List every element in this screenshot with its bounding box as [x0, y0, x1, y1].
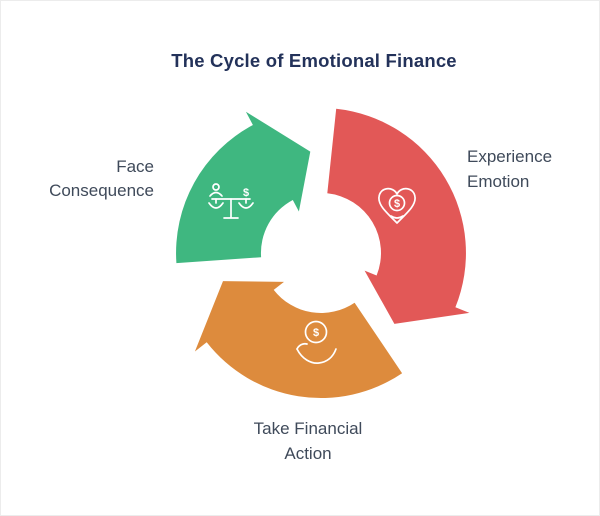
- label-face-consequence-line1: Face: [116, 157, 154, 176]
- heart-dollar-icon: $: [378, 187, 416, 224]
- thumb-shape: [296, 342, 308, 350]
- cycle-ring: [176, 108, 470, 399]
- person-head: [212, 183, 220, 191]
- scale-left-pan: [208, 202, 224, 209]
- dollar-glyph: $: [243, 187, 249, 199]
- label-experience-emotion-line2: Emotion: [467, 172, 529, 191]
- label-experience-emotion-line1: Experience: [467, 147, 552, 166]
- scale-post: [223, 198, 239, 219]
- page-title: The Cycle of Emotional Finance: [171, 50, 457, 71]
- coin-circle: [388, 194, 406, 212]
- scale-right-pan: [238, 202, 254, 209]
- scale-hangers: [215, 198, 247, 204]
- label-face-consequence-line2: Consequence: [49, 181, 154, 200]
- dollar-glyph: $: [394, 198, 400, 210]
- balance-scale-icon: $: [208, 183, 254, 219]
- person-shoulders: [209, 191, 223, 197]
- coin-circle: [304, 320, 328, 344]
- hand-shape: [296, 348, 337, 364]
- segment-take-financial-action: [194, 281, 403, 399]
- hand-coin-icon: $: [296, 320, 337, 364]
- step-labels: Experience Emotion Face Consequence Take…: [49, 147, 552, 463]
- segment-face-consequence: [176, 111, 311, 264]
- label-take-financial-action-line1: Take Financial: [254, 419, 363, 438]
- heart-outline: [378, 187, 416, 224]
- label-take-financial-action-line2: Action: [284, 444, 331, 463]
- leaf-detail: [390, 215, 404, 219]
- segment-experience-emotion: [327, 108, 470, 324]
- dollar-glyph: $: [313, 327, 319, 339]
